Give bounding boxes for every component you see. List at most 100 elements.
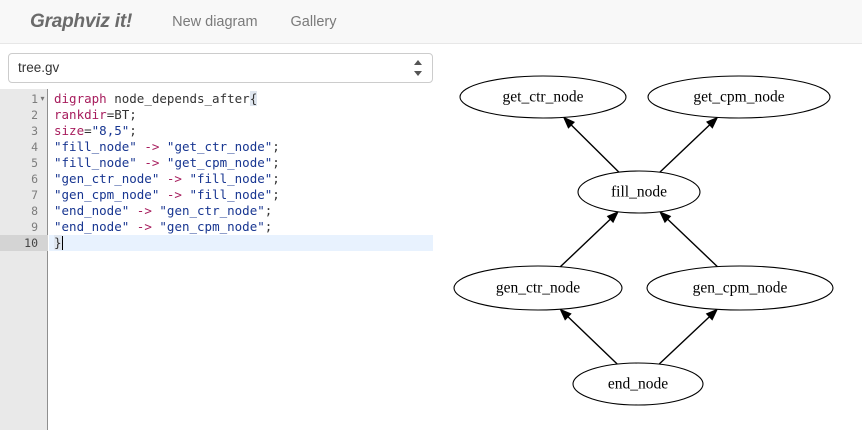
graph-edge [658, 316, 710, 365]
code-token: "gen_cpm_node" [159, 219, 265, 234]
graph-edge-arrowhead [705, 308, 719, 321]
graph-node[interactable]: end_node [572, 362, 704, 406]
graph-node-label: fill_node [611, 184, 667, 201]
code-token: "fill_node" [189, 171, 273, 186]
graph-node-label: end_node [608, 376, 668, 393]
graph-node-label: get_ctr_node [503, 89, 584, 106]
code-token: "get_cpm_node" [166, 155, 273, 170]
code-token: ; [272, 187, 280, 202]
code-token: { [249, 91, 258, 106]
line-number[interactable]: 7 [31, 188, 38, 202]
code-token: ; [264, 219, 273, 234]
code-line[interactable]: size="8,5"; [54, 123, 137, 139]
graph-node[interactable]: gen_ctr_node [453, 265, 623, 311]
graph-edge [570, 124, 620, 173]
line-number[interactable]: 9 [31, 220, 38, 234]
code-token: "end_node" [54, 203, 130, 218]
code-token: size [54, 123, 85, 138]
graph-edge [659, 124, 710, 173]
code-token: BT [114, 107, 130, 122]
active-line-highlight [49, 235, 433, 251]
code-line[interactable]: "gen_ctr_node" -> "fill_node"; [54, 171, 280, 187]
editor-code-area[interactable]: digraph node_depends_after{rankdir=BT;si… [49, 89, 440, 430]
fold-toggle-icon[interactable]: ▾ [40, 94, 45, 103]
code-line[interactable]: "fill_node" -> "get_cpm_node"; [54, 155, 280, 171]
editor-gutter: 1▾2 3 4 5 6 7 8 9 10 [0, 89, 48, 430]
nav-links: New diagram Gallery [172, 14, 369, 30]
graph-node-ellipse [453, 265, 623, 311]
gutter-active-highlight [0, 235, 48, 251]
line-number[interactable]: 5 [31, 156, 38, 170]
graph-edge [559, 218, 611, 268]
line-number[interactable]: 1 [31, 92, 38, 106]
code-token: "fill_node" [54, 155, 137, 170]
code-token [159, 187, 167, 202]
code-token: "gen_ctr_node" [54, 171, 160, 186]
code-token: -> [144, 139, 160, 154]
file-select-wrapper: tree.gv [8, 53, 433, 83]
brand-logo[interactable]: Graphviz it! [30, 10, 133, 32]
line-number[interactable]: 8 [31, 204, 38, 218]
code-token: "gen_cpm_node" [54, 187, 160, 202]
line-number[interactable]: 4 [31, 140, 38, 154]
code-token: ; [272, 171, 280, 186]
code-line[interactable]: "end_node" -> "gen_ctr_node"; [54, 203, 272, 219]
graph-node-ellipse [572, 362, 704, 406]
text-caret [61, 236, 63, 250]
code-token [159, 171, 167, 186]
code-line[interactable]: digraph node_depends_after{ [54, 91, 258, 107]
graph-node[interactable]: get_ctr_node [459, 75, 627, 119]
graph-edge [567, 316, 618, 365]
graph-edge [667, 218, 718, 268]
file-select[interactable]: tree.gv [8, 53, 433, 83]
code-token: ; [129, 107, 137, 122]
graph-node-ellipse [459, 75, 627, 119]
graph-node-ellipse [647, 75, 831, 119]
code-token: } [54, 235, 62, 250]
code-token [129, 203, 137, 218]
graph-node[interactable]: fill_node [577, 170, 701, 214]
code-line[interactable]: "end_node" -> "gen_cpm_node"; [54, 219, 272, 235]
code-token: "gen_ctr_node" [159, 203, 265, 218]
graph-node[interactable]: get_cpm_node [647, 75, 831, 119]
code-token [129, 219, 137, 234]
graph-edge-arrowhead [562, 116, 575, 129]
nav-gallery[interactable]: Gallery [290, 13, 337, 30]
code-token: ; [272, 155, 280, 170]
graph-node-label: gen_ctr_node [496, 280, 580, 297]
line-number[interactable]: 2 [31, 108, 38, 122]
code-token: digraph [54, 91, 107, 106]
code-line[interactable]: } [54, 235, 63, 251]
code-token: "get_ctr_node" [166, 139, 273, 154]
nav-new-diagram[interactable]: New diagram [172, 13, 258, 30]
graph-node[interactable]: gen_cpm_node [646, 265, 834, 311]
code-token: = [106, 107, 115, 122]
graph-edge-arrowhead [706, 116, 719, 129]
code-token: -> [144, 155, 160, 170]
code-line[interactable]: "fill_node" -> "get_ctr_node"; [54, 139, 280, 155]
line-number[interactable]: 3 [31, 124, 38, 138]
code-token: "end_node" [54, 219, 130, 234]
graph-edge-arrowhead [606, 210, 620, 224]
code-token: "fill_node" [189, 187, 273, 202]
code-token: rankdir [54, 107, 107, 122]
code-editor[interactable]: 1▾2 3 4 5 6 7 8 9 10 digraph node_depends_after{… [0, 89, 440, 430]
graph-node-label: get_cpm_node [693, 89, 784, 106]
graphviz-diagram: get_ctr_node get_cpm_node fill_node gen_ctr… [453, 75, 834, 406]
line-number[interactable]: 10 [24, 236, 38, 250]
code-token: -> [166, 187, 182, 202]
code-token: node_depends_after [114, 91, 250, 106]
graph-node-ellipse [577, 170, 701, 214]
graph-preview-panel: get_ctr_node get_cpm_node fill_node gen_ctr… [440, 44, 862, 430]
code-token: "fill_node" [54, 139, 137, 154]
code-token: ; [272, 139, 280, 154]
graph-edge-arrowhead [658, 210, 672, 224]
top-navbar: Graphviz it! New diagram Gallery [0, 0, 862, 44]
code-line[interactable]: rankdir=BT; [54, 107, 137, 123]
line-number[interactable]: 6 [31, 172, 38, 186]
graph-node-ellipse [646, 265, 834, 311]
code-token: -> [136, 203, 152, 218]
code-line[interactable]: "gen_cpm_node" -> "fill_node"; [54, 187, 280, 203]
code-token [159, 139, 167, 154]
